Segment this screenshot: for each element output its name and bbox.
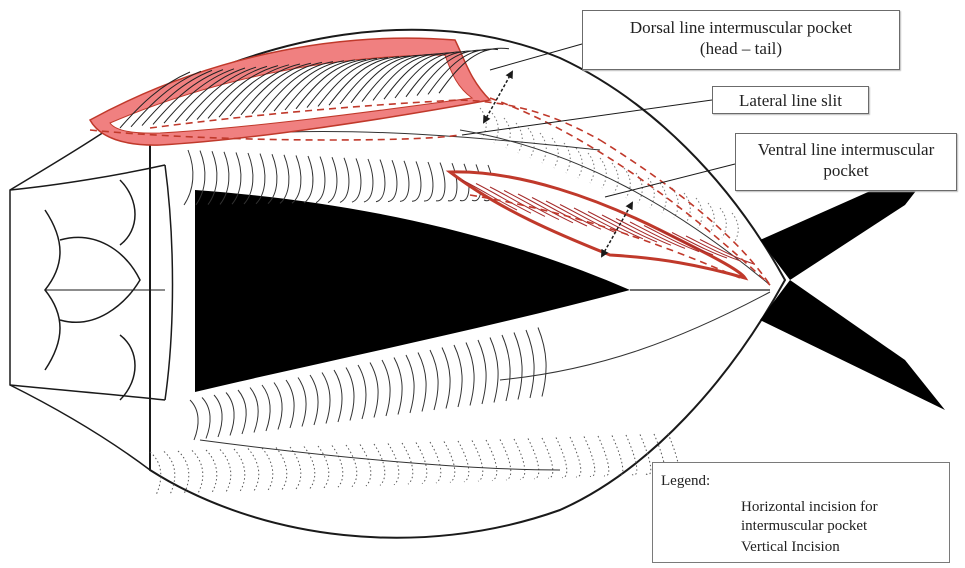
callout-dorsal-line1: Dorsal line intermuscular pocket bbox=[583, 17, 899, 38]
legend-horizontal-line1: Horizontal incision for bbox=[741, 498, 878, 517]
legend-horizontal-label: Horizontal incision for intermuscular po… bbox=[741, 498, 878, 536]
callout-dorsal-line2: (head – tail) bbox=[583, 38, 899, 59]
legend: Legend: Horizontal incision for intermus… bbox=[652, 462, 950, 563]
callout-ventral-line1: Ventral line intermuscular bbox=[736, 139, 956, 160]
legend-title: Legend: bbox=[661, 473, 710, 490]
legend-horizontal-line2: intermuscular pocket bbox=[741, 517, 878, 536]
callout-ventral-pocket: Ventral line intermuscular pocket bbox=[735, 133, 957, 191]
head bbox=[10, 100, 173, 470]
callout-lateral-slit: Lateral line slit bbox=[712, 86, 869, 114]
callout-dorsal-pocket: Dorsal line intermuscular pocket (head –… bbox=[582, 10, 900, 70]
legend-vertical-label: Vertical Incision bbox=[741, 539, 840, 556]
caudal-fin-lower bbox=[760, 280, 945, 410]
callout-lateral-text: Lateral line slit bbox=[713, 90, 868, 111]
callout-ventral-line2: pocket bbox=[736, 160, 956, 181]
